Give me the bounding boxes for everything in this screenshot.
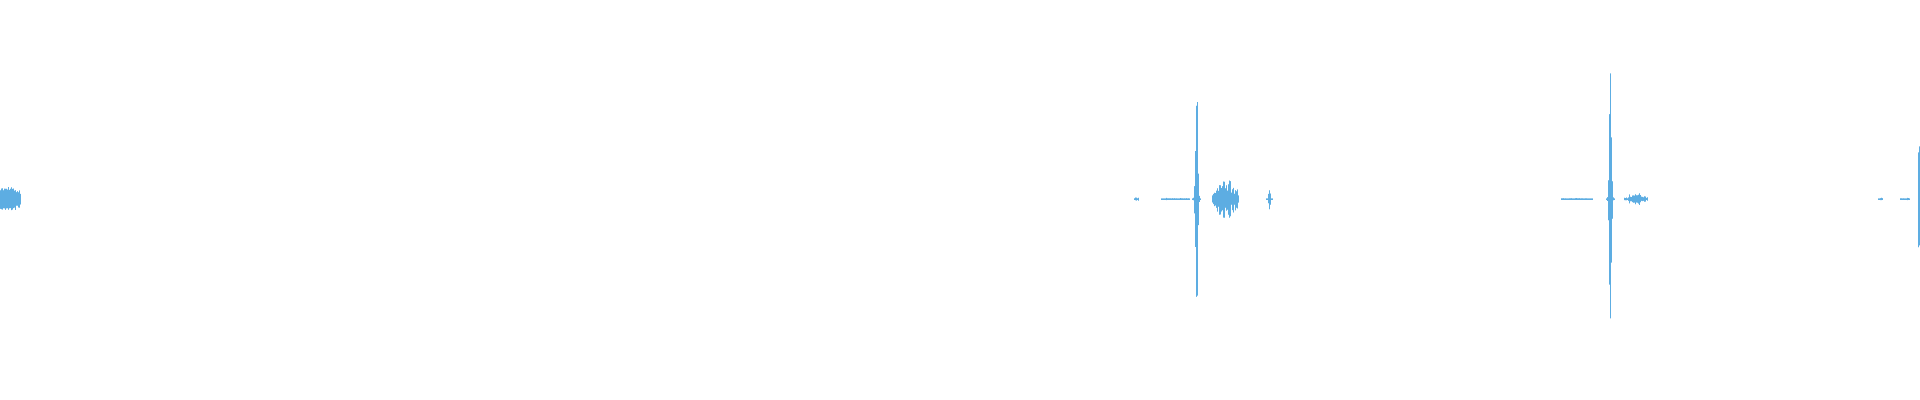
waveform-burst	[1212, 180, 1239, 218]
waveform-burst	[1900, 197, 1910, 201]
waveform-burst	[1134, 197, 1139, 201]
waveform-burst	[1606, 73, 1615, 319]
waveform-burst	[1561, 198, 1593, 200]
waveform-burst	[1192, 102, 1201, 297]
waveform-burst	[1624, 193, 1648, 205]
waveform-burst	[1878, 197, 1883, 201]
waveform-burst	[0, 187, 21, 211]
waveform-burst	[1161, 197, 1190, 201]
waveform-burst	[1266, 190, 1273, 210]
